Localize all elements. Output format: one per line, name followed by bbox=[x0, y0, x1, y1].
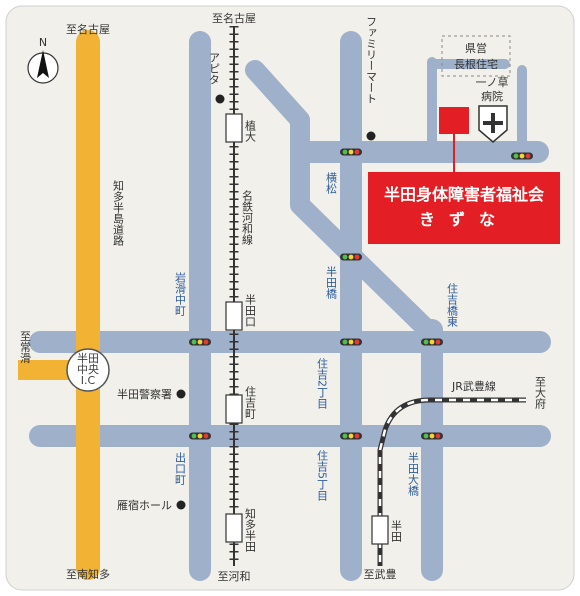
dest-nagoya-center: 至名古屋 bbox=[212, 11, 256, 25]
hospital-cross-h bbox=[483, 121, 503, 125]
facility-marker bbox=[439, 107, 469, 134]
facility-name: 半田身体障害者福祉会 bbox=[384, 185, 544, 204]
facility: 半田身体障害者福祉会 きずな bbox=[368, 107, 560, 244]
dest-minami-chita: 至南知多 bbox=[66, 567, 110, 581]
compass-needle-icon bbox=[37, 50, 49, 78]
hospital bbox=[478, 105, 508, 143]
dest-taketoyo: 至武豊 bbox=[364, 568, 397, 581]
traffic-signals bbox=[189, 148, 533, 440]
compass: N bbox=[27, 36, 59, 84]
apita-marker bbox=[215, 94, 225, 104]
road-network bbox=[29, 31, 551, 581]
station-label-ueta: 植大 bbox=[244, 119, 257, 142]
road-label-sumiyoshi-2: 住吉2丁目 bbox=[316, 357, 329, 409]
meitetsu-line bbox=[225, 26, 243, 566]
facility-label-box bbox=[368, 172, 560, 244]
station-labels: 植大 半田口 住吉町 知多半田 半田 bbox=[244, 119, 403, 552]
station-chitahanda bbox=[225, 513, 243, 543]
landmark-label-apita: アピタ bbox=[208, 52, 221, 85]
road-label-handa-bashi: 半田橋 bbox=[325, 265, 338, 300]
road-label-sumiyoshi-east: 住吉橋東 bbox=[446, 282, 459, 328]
facility-nickname: きずな bbox=[419, 210, 509, 229]
signal-handa-ohashi bbox=[421, 432, 443, 440]
interchange-line-3: I.C bbox=[81, 374, 96, 387]
familymart-marker bbox=[366, 131, 376, 141]
signal-sumiyoshi-east bbox=[421, 338, 443, 346]
landmark-label-housing-1: 県営 bbox=[465, 41, 487, 55]
interchange-label: 半田 中央 I.C bbox=[77, 351, 99, 387]
signal-deguchi bbox=[189, 432, 211, 440]
station-sumiyoshicho bbox=[225, 394, 243, 424]
road-labels: 知多半島道路 岩滑中町 横松 半田橋 住吉橋東 住吉2丁目 住吉5丁目 出口町 … bbox=[112, 171, 459, 501]
road-label-deguchi: 出口町 bbox=[174, 451, 187, 485]
highway bbox=[18, 30, 110, 580]
jr-line bbox=[371, 397, 526, 566]
road-label-chita-hanto: 知多半島道路 bbox=[112, 179, 125, 247]
interchange-marker bbox=[66, 348, 110, 392]
destination-labels: 至名古屋 至名古屋 至常滑 至南知多 至河和 至武豊 至大府 bbox=[19, 11, 547, 583]
road-label-sumiyoshi-5: 住吉5丁目 bbox=[316, 449, 329, 501]
road-label-yokomatsu: 横松 bbox=[325, 171, 338, 194]
station-label-handaguchi: 半田口 bbox=[244, 293, 257, 327]
signal-sumiyoshi-2 bbox=[340, 338, 362, 346]
rail-label-jr: JR武豊線 bbox=[451, 379, 496, 393]
interchange-line-1: 半田 bbox=[77, 351, 99, 365]
dest-nagoya-left: 至名古屋 bbox=[66, 22, 110, 36]
dest-obu: 至大府 bbox=[534, 376, 547, 410]
station-label-sumiyoshicho: 住吉町 bbox=[244, 385, 257, 419]
signal-north-yokomatsu bbox=[340, 148, 362, 156]
station-label-chitahanda: 知多半田 bbox=[244, 507, 257, 552]
landmark-label-hotel: 雁宿ホール bbox=[117, 498, 172, 512]
landmark-labels: アピタ ファミリーマート 県営 長根住宅 一ノ草 病院 半田警察署 雁宿ホール bbox=[117, 16, 509, 512]
dest-tokoname: 至常滑 bbox=[19, 331, 32, 364]
compass-label: N bbox=[39, 36, 47, 49]
rail-labels: 名鉄河和線 JR武豊線 bbox=[241, 189, 496, 393]
interchange-line-2: 中央 bbox=[77, 363, 99, 376]
road-label-handa-ohashi: 半田大橋 bbox=[407, 451, 420, 497]
landmark-markers bbox=[176, 94, 376, 510]
road-diagonal bbox=[245, 60, 450, 352]
hotel-marker bbox=[176, 500, 186, 510]
station-ueta bbox=[225, 113, 243, 143]
station-jr-handa bbox=[371, 515, 389, 545]
signal-sumiyoshi-5 bbox=[340, 432, 362, 440]
station-handaguchi bbox=[225, 301, 243, 331]
landmark-label-housing-2: 長根住宅 bbox=[454, 57, 498, 71]
landmark-label-familymart: ファミリーマート bbox=[365, 16, 378, 104]
landmark-label-police: 半田警察署 bbox=[117, 387, 172, 401]
landmark-label-hospital-1: 一ノ草 bbox=[476, 76, 509, 89]
landmark-label-hospital-2: 病院 bbox=[481, 89, 503, 103]
station-label-jr-handa: 半田 bbox=[390, 519, 403, 542]
police-marker bbox=[176, 389, 186, 399]
jr-track-dash bbox=[378, 398, 526, 566]
signal-iwasuzumi bbox=[189, 338, 211, 346]
signal-north-east bbox=[511, 152, 533, 160]
dest-kouwa: 至河和 bbox=[218, 570, 251, 583]
road-label-iwasuzumi: 岩滑中町 bbox=[174, 271, 187, 316]
rail-label-meitetsu: 名鉄河和線 bbox=[241, 189, 254, 245]
signal-handa-bashi bbox=[340, 253, 362, 261]
